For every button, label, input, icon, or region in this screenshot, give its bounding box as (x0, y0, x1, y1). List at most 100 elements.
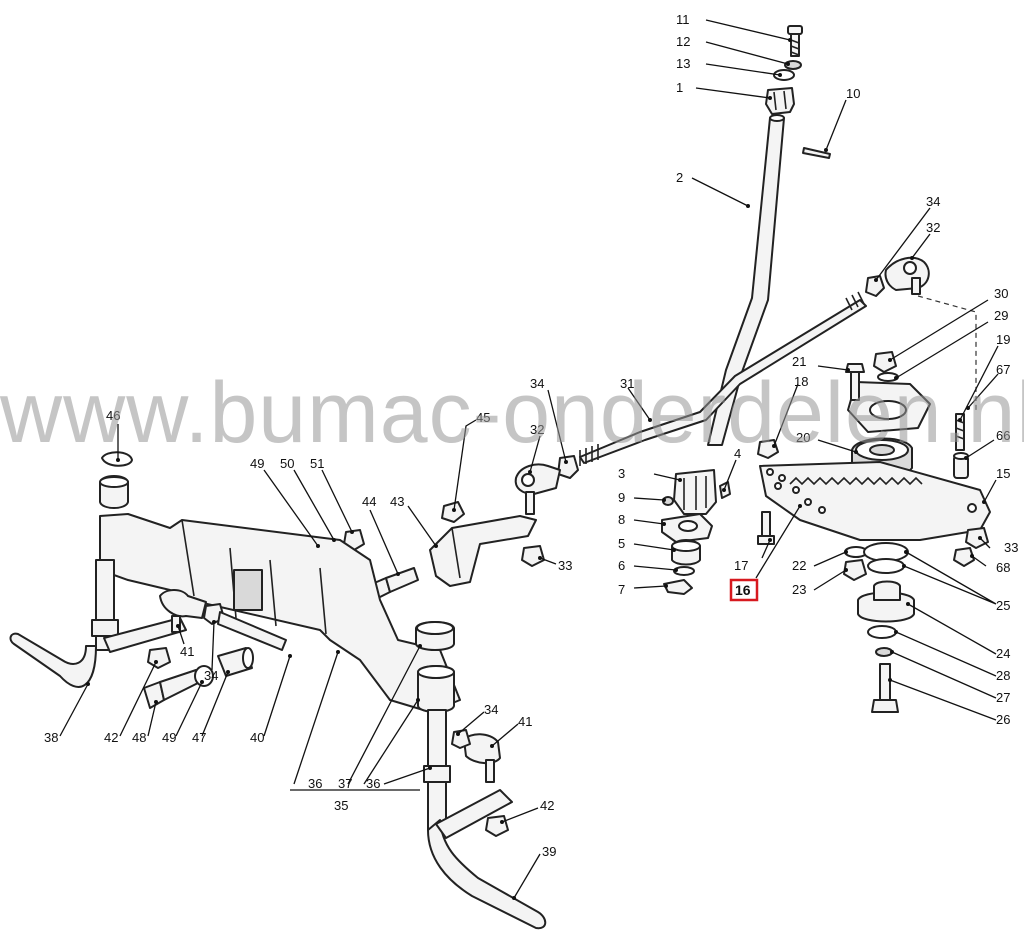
label-26: 26 (996, 712, 1010, 727)
washer-13 (773, 69, 795, 81)
nut-30 (873, 351, 897, 373)
ball-joint-41-right (463, 733, 501, 783)
kingpin-tube-36 (417, 665, 455, 713)
label-21: 21 (792, 354, 806, 369)
label-1: 1 (676, 80, 683, 95)
label-47: 47 (192, 730, 206, 745)
label-34-top: 34 (926, 194, 940, 209)
label-33-right: 33 (1004, 540, 1018, 555)
label-38: 38 (44, 730, 58, 745)
label-7: 7 (618, 582, 625, 597)
bushing-right (415, 621, 455, 651)
bushing-24 (857, 580, 915, 623)
label-2: 2 (676, 170, 683, 185)
label-31: 31 (620, 376, 634, 391)
label-43: 43 (390, 494, 404, 509)
tie-rod-31 (579, 291, 867, 466)
label-25: 25 (996, 598, 1010, 613)
nut-34-right-axle (451, 729, 471, 749)
nut-34-left (557, 455, 579, 479)
label-45: 45 (476, 410, 490, 425)
label-48: 48 (132, 730, 146, 745)
ball-joint-32-left (514, 463, 561, 515)
spindle-38 (9, 559, 187, 688)
sector-gear-15 (759, 461, 991, 541)
label-17: 17 (734, 558, 748, 573)
label-50: 50 (280, 456, 294, 471)
bolt-26 (871, 663, 899, 713)
mount-plate-29 (847, 381, 931, 433)
label-8: 8 (618, 512, 625, 527)
label-42-left: 42 (104, 730, 118, 745)
label-37: 37 (338, 776, 352, 791)
washer-49-axle (194, 665, 214, 687)
label-20: 20 (796, 430, 810, 445)
label-32-top: 32 (926, 220, 940, 235)
label-16[interactable]: 16 (735, 582, 751, 598)
label-66: 66 (996, 428, 1010, 443)
label-28: 28 (996, 668, 1010, 683)
label-12: 12 (676, 34, 690, 49)
label-19: 19 (996, 332, 1010, 347)
clip-7 (663, 579, 693, 595)
label-34-right-axle: 34 (484, 702, 498, 717)
label-40: 40 (250, 730, 264, 745)
label-41-left: 41 (180, 644, 194, 659)
label-27: 27 (996, 690, 1010, 705)
nut-23 (843, 559, 867, 581)
flange-plate-8 (661, 513, 713, 543)
label-22: 22 (792, 558, 806, 573)
leader-lines (59, 19, 999, 900)
washer-25b (867, 558, 905, 574)
label-10: 10 (846, 86, 860, 101)
label-42-right: 42 (540, 798, 554, 813)
label-4: 4 (734, 446, 741, 461)
label-36-left: 36 (308, 776, 322, 791)
ball-joint-32-right (884, 256, 930, 295)
label-68: 68 (996, 560, 1010, 575)
washer-27 (875, 647, 893, 657)
label-36-right: 36 (366, 776, 380, 791)
front-axle-40 (99, 513, 461, 713)
pin-10 (802, 147, 831, 159)
nut-45 (441, 501, 465, 523)
washer-6 (673, 566, 695, 576)
label-9: 9 (618, 490, 625, 505)
label-35: 35 (334, 798, 348, 813)
label-5: 5 (618, 536, 625, 551)
label-67: 67 (996, 362, 1010, 377)
nut-42-right (485, 815, 509, 837)
label-11: 11 (676, 12, 690, 27)
steering-shaft-2 (707, 114, 785, 446)
nut-68 (953, 547, 975, 567)
part-labels: 11 12 13 1 10 2 34 32 30 29 19 67 21 18 … (44, 12, 1018, 859)
spacer-66 (953, 452, 969, 479)
highlighted-part-16[interactable]: 16 (729, 578, 759, 602)
label-6: 6 (618, 558, 625, 573)
label-34-mid: 34 (530, 376, 544, 391)
label-34-axle: 34 (204, 668, 218, 683)
label-15: 15 (996, 466, 1010, 481)
spindle-39 (423, 709, 547, 930)
stud-19 (955, 413, 965, 451)
label-32-mid: 32 (530, 422, 544, 437)
bracket-43 (429, 515, 537, 587)
nut-42-left (147, 647, 171, 669)
nut-33-left (521, 545, 545, 567)
label-18: 18 (794, 374, 808, 389)
label-13: 13 (676, 56, 690, 71)
label-29: 29 (994, 308, 1008, 323)
label-51: 51 (310, 456, 324, 471)
label-41-right: 41 (518, 714, 532, 729)
washer-28 (867, 625, 897, 639)
label-23: 23 (792, 582, 806, 597)
label-49-axle: 49 (162, 730, 176, 745)
label-39: 39 (542, 844, 556, 859)
label-46: 46 (106, 408, 120, 423)
label-49-top: 49 (250, 456, 264, 471)
hub-1 (765, 87, 795, 115)
label-24: 24 (996, 646, 1010, 661)
label-44: 44 (362, 494, 376, 509)
bolt-48 (143, 669, 201, 709)
